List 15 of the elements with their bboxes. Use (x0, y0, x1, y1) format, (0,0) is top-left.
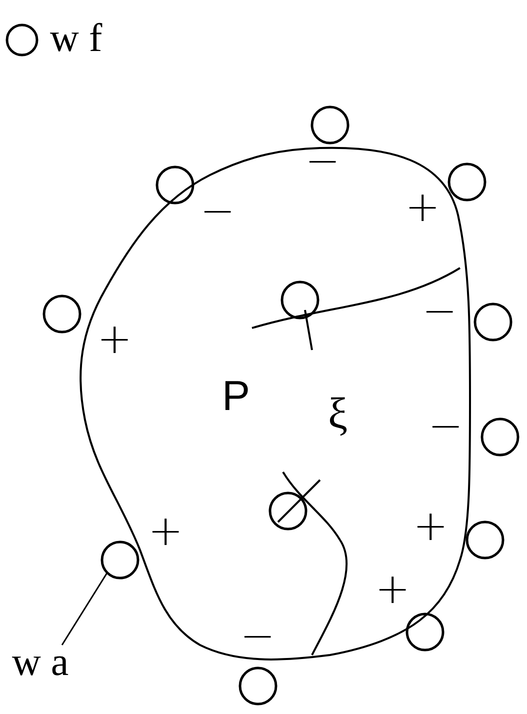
charge-sign: − (305, 140, 340, 182)
region-label: P (222, 375, 250, 417)
charge-sign: + (375, 568, 410, 610)
charge-sign: + (97, 318, 132, 360)
symbol-label: ξ (328, 392, 348, 436)
charge-sign: − (428, 405, 464, 447)
charge-sign: − (240, 615, 276, 657)
charge-sign: + (413, 505, 448, 547)
charge-sign: − (422, 290, 458, 332)
legend-text: w f (50, 18, 102, 58)
charge-sign: + (405, 186, 440, 228)
charge-sign: − (200, 190, 236, 232)
callout-text: w a (12, 642, 69, 682)
charge-sign: + (148, 510, 184, 552)
leader-line (61, 572, 108, 646)
